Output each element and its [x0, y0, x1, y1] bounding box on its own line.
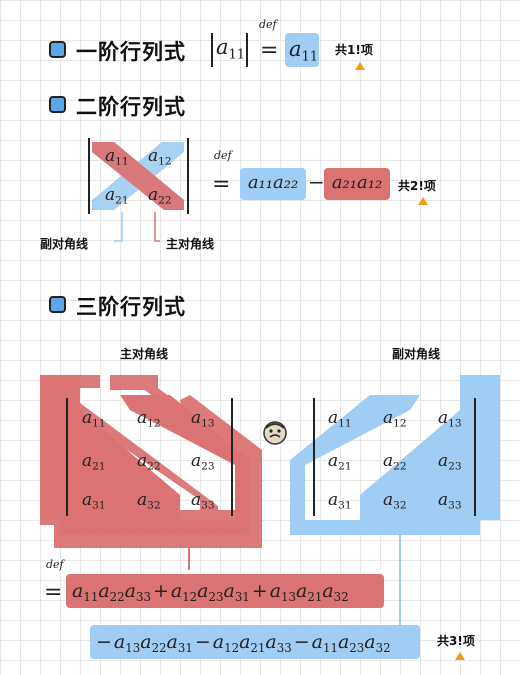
det-bar-left — [88, 138, 90, 214]
det-bar-left — [313, 398, 315, 516]
operator-sign: − — [194, 631, 211, 653]
entry-a11: a11 — [328, 408, 352, 430]
det-bar-right — [187, 138, 189, 214]
entry-a22: a22 — [148, 185, 172, 207]
entry-a13: a13 — [438, 408, 462, 430]
entry-a33: a33 — [191, 490, 215, 512]
main-diagonal-label: 主对角线 — [166, 237, 215, 251]
entry-a21: a21 — [82, 451, 106, 473]
negative-terms: −a13a22a31−a12a21a33−a11a23a32 — [90, 625, 420, 659]
warning-triangle-icon — [418, 197, 428, 205]
operator-sign: − — [293, 631, 310, 653]
entry-a12: a12 — [148, 146, 172, 168]
section-title: 三阶行列式 — [76, 295, 186, 319]
product-term: a11a23a32 — [311, 631, 391, 656]
section-square-icon — [49, 41, 66, 58]
section-title: 一阶行列式 — [76, 40, 186, 64]
det-entry: a11 — [216, 35, 246, 63]
entry-a11: a11 — [105, 146, 129, 168]
def-label: def — [214, 149, 232, 162]
anti-diagonal-label: 副对角线 — [392, 347, 441, 361]
entry-a32: a32 — [137, 490, 161, 512]
product-term: a13a21a32 — [269, 580, 349, 605]
product-term: a13a22a31 — [113, 631, 193, 656]
cartoon-face-icon — [263, 421, 287, 445]
term-anti-diagonal: a₂₁a₁₂ — [324, 168, 390, 200]
product-term: a12a21a33 — [212, 631, 292, 656]
equals-sign: = — [44, 580, 63, 605]
entry-a33: a33 — [438, 490, 462, 512]
main-diagonal-bands — [40, 375, 262, 548]
warning-triangle-icon — [455, 652, 465, 660]
term-count: 共2!项 — [398, 179, 436, 193]
red-connector — [188, 548, 190, 570]
minus-sign: − — [308, 170, 325, 194]
entry-a22: a22 — [383, 451, 407, 473]
term-count: 共1!项 — [335, 43, 373, 57]
operator-sign: + — [251, 580, 268, 602]
det-bar-right — [246, 33, 248, 67]
det-bar-left — [211, 33, 213, 67]
det-bar-right — [474, 398, 476, 516]
equals-sign: = — [260, 38, 279, 63]
det-bar-right — [231, 398, 233, 516]
operator-sign: + — [152, 580, 169, 602]
entry-a31: a31 — [328, 490, 352, 512]
entry-a31: a31 — [82, 490, 106, 512]
warning-triangle-icon — [355, 62, 365, 70]
entry-a11: a11 — [82, 408, 106, 430]
def-label: def — [46, 558, 64, 571]
operator-sign: − — [96, 631, 112, 653]
anti-diagonal-bands — [290, 375, 500, 535]
anti-diagonal-label: 副对角线 — [40, 237, 89, 251]
entry-a21: a21 — [105, 185, 129, 207]
product-term: a12a23a31 — [170, 580, 250, 605]
pointer-lines — [114, 212, 160, 242]
det-bar-left — [66, 398, 68, 516]
positive-terms: a11a22a33+a12a23a31+a13a21a32 — [66, 574, 384, 608]
term-main-diagonal: a₁₁a₂₂ — [240, 168, 306, 200]
entry-a13: a13 — [191, 408, 215, 430]
entry-a23: a23 — [438, 451, 462, 473]
entry-a22: a22 — [137, 451, 161, 473]
entry-a23: a23 — [191, 451, 215, 473]
result-box: a11 — [285, 33, 319, 67]
entry-a32: a32 — [383, 490, 407, 512]
blue-connector — [399, 525, 401, 625]
entry-a12: a12 — [383, 408, 407, 430]
term-count: 共3!项 — [437, 634, 475, 648]
entry-a12: a12 — [137, 408, 161, 430]
section-title: 二阶行列式 — [76, 95, 186, 119]
diagonal-bands — [92, 142, 184, 210]
section-square-icon — [49, 96, 66, 113]
entry-a21: a21 — [328, 451, 352, 473]
equals-sign: = — [212, 172, 231, 197]
def-label: def — [259, 18, 277, 31]
product-term: a11a22a33 — [72, 580, 151, 605]
section-square-icon — [49, 296, 66, 313]
main-diagonal-label: 主对角线 — [120, 347, 169, 361]
